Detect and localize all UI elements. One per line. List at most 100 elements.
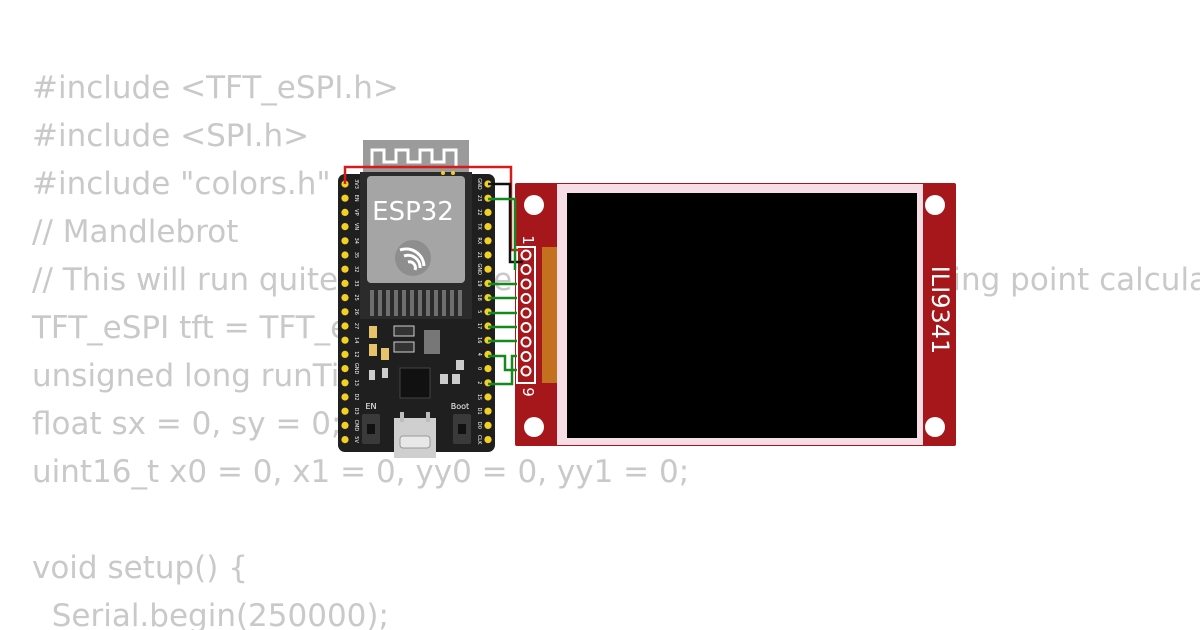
display-pin[interactable] <box>520 278 532 290</box>
display-pin-header <box>516 246 536 384</box>
esp32-pin-label: CLK <box>476 435 482 445</box>
esp32-pin-label: 26 <box>353 309 359 315</box>
esp32-pin-label: 22 <box>476 209 482 215</box>
esp32-label: ESP32 <box>372 197 454 227</box>
esp32-pin-label: CMD <box>353 420 359 432</box>
esp32-pin-label: 34 <box>353 238 359 244</box>
esp32-pin-label: VN <box>353 223 359 230</box>
code-line: #include "colors.h" <box>32 166 331 202</box>
ili9341-display[interactable]: 1 9 ILI9341 <box>515 183 956 446</box>
esp32-pin-label: 27 <box>353 323 359 329</box>
esp32-pin-right[interactable] <box>484 407 492 415</box>
esp32-pin-label: 19 <box>476 280 482 286</box>
code-line: #include <SPI.h> <box>32 118 310 154</box>
display-pin[interactable] <box>520 365 532 377</box>
esp32-pin-left[interactable] <box>341 407 349 415</box>
esp32-pin-left[interactable] <box>341 279 349 287</box>
ground-wire[interactable] <box>488 182 523 264</box>
esp32-pin-label: EN <box>353 195 359 202</box>
esp32-pin-left[interactable] <box>341 294 349 302</box>
esp32-pin-label: GND <box>476 263 482 275</box>
esp32-pin-right[interactable] <box>484 251 492 259</box>
display-model-label: ILI9341 <box>926 266 954 355</box>
esp32-pin-left[interactable] <box>341 336 349 344</box>
esp32-pin-left[interactable] <box>341 223 349 231</box>
resistor-icon <box>456 360 464 370</box>
esp32-pin-right[interactable] <box>484 436 492 444</box>
esp32-pin-label: 17 <box>476 323 482 329</box>
espressif-logo-icon <box>395 240 431 276</box>
esp32-pin-label: D2 <box>353 393 359 400</box>
display-pin[interactable] <box>520 264 532 275</box>
resistor-icon <box>382 368 388 378</box>
resistor-icon <box>369 326 377 338</box>
code-line: float sx = 0, sy = 0; <box>32 406 342 442</box>
esp32-pin-label: 12 <box>353 351 359 357</box>
esp32-devkit[interactable]: ESP32 <box>338 140 495 458</box>
esp32-pin-left[interactable] <box>341 421 349 429</box>
esp32-pin-label: RX <box>476 237 482 244</box>
esp32-pin-label: 23 <box>476 195 482 201</box>
esp32-pin-right[interactable] <box>484 265 492 273</box>
micro-usb-port-icon[interactable] <box>394 412 436 458</box>
module-pad-row <box>370 290 462 316</box>
antenna-trace-icon <box>370 148 458 168</box>
esp32-pin-left[interactable] <box>341 265 349 273</box>
esp32-pin-left[interactable] <box>341 194 349 202</box>
esp32-pin-label: 18 <box>476 294 482 300</box>
esp32-pin-left[interactable] <box>341 393 349 401</box>
display-screen <box>567 193 917 438</box>
display-pin[interactable] <box>520 336 532 348</box>
esp32-pin-right[interactable] <box>484 237 492 245</box>
mounting-hole-icon <box>524 417 544 437</box>
esp32-pin-label: 14 <box>353 337 359 343</box>
esp32-pin-label: TX <box>476 222 482 230</box>
display-pin[interactable] <box>520 322 532 333</box>
esp32-pin-right[interactable] <box>484 223 492 231</box>
display-pin[interactable] <box>520 249 532 261</box>
display-pin[interactable] <box>520 293 532 304</box>
module-pad <box>451 171 455 175</box>
capacitor-icon <box>424 330 440 354</box>
esp32-pin-left[interactable] <box>341 350 349 358</box>
esp32-pin-label: VP <box>353 209 359 215</box>
esp32-pin-left[interactable] <box>341 322 349 330</box>
boot-button[interactable] <box>453 414 471 444</box>
esp32-pin-right[interactable] <box>484 393 492 401</box>
mounting-hole-icon <box>524 195 544 215</box>
esp32-pin-left[interactable] <box>341 208 349 216</box>
esp32-pin-label: 15 <box>476 394 482 400</box>
boot-button-label: Boot <box>451 402 469 411</box>
code-line: #include <TFT_eSPI.h> <box>32 70 399 106</box>
esp32-pin-label: GND <box>476 178 482 190</box>
code-line: // Mandlebrot <box>32 214 239 250</box>
mounting-hole-icon <box>925 195 945 215</box>
esp32-pin-left[interactable] <box>341 251 349 259</box>
resistor-icon <box>440 374 448 384</box>
esp32-pin-label: 35 <box>353 252 359 258</box>
esp32-pin-right[interactable] <box>484 365 492 373</box>
regulator-chip <box>393 325 415 337</box>
en-button[interactable] <box>362 414 380 444</box>
esp32-pin-left[interactable] <box>341 308 349 316</box>
esp32-pin-left[interactable] <box>341 379 349 387</box>
signal-wire-cs[interactable] <box>488 197 517 270</box>
usb-uart-chip <box>399 367 431 399</box>
display-pin[interactable] <box>520 351 532 362</box>
esp32-pin-label: 2 <box>476 381 482 384</box>
esp32-pin-right[interactable] <box>484 208 492 216</box>
esp32-pin-left[interactable] <box>341 365 349 373</box>
display-pin[interactable] <box>520 307 532 319</box>
signal-wire-extra[interactable] <box>488 354 517 386</box>
esp32-pin-label: 0 <box>476 367 482 370</box>
esp32-pin-label: 21 <box>476 252 482 258</box>
resistor-icon <box>381 348 389 360</box>
esp32-pin-left[interactable] <box>341 436 349 444</box>
esp32-pin-label: 5 <box>476 310 482 313</box>
resistor-icon <box>452 374 460 384</box>
esp32-pin-label: D3 <box>353 408 359 415</box>
esp32-pin-right[interactable] <box>484 421 492 429</box>
esp32-pin-left[interactable] <box>341 237 349 245</box>
esp32-pin-label: 4 <box>476 353 482 356</box>
